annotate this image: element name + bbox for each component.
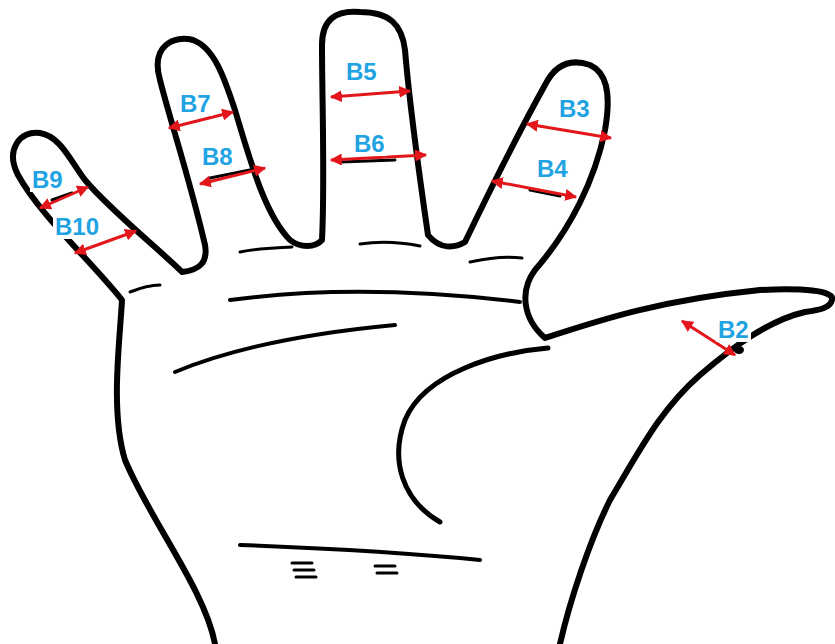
measure-arrow [492, 181, 576, 197]
measure-arrow [200, 168, 265, 184]
measure-arrow [527, 124, 611, 138]
palm-crease [230, 292, 520, 302]
callout-number: B6 [352, 132, 387, 156]
palm-crease [175, 325, 395, 372]
measure-arrow [331, 91, 410, 97]
callout-number: B7 [178, 92, 213, 116]
wrist-marks [292, 563, 397, 577]
callout-number: B8 [200, 145, 235, 169]
thumb-nail-mark [735, 347, 743, 353]
callout-number: B10 [53, 215, 101, 239]
knuckle-crease [240, 247, 292, 252]
knuckle-crease [130, 285, 160, 292]
finger-crease [52, 160, 560, 200]
callout-number: B5 [344, 60, 379, 84]
callout-number: B3 [557, 97, 592, 121]
knuckle-crease [470, 257, 522, 262]
callout-number: B9 [30, 168, 65, 192]
wrist-line [240, 545, 480, 560]
callout-number: B2 [716, 318, 751, 342]
hand-outline [13, 12, 832, 644]
knuckle-crease [360, 242, 420, 246]
measurement-arrows [40, 91, 735, 355]
thumb-pad-line [399, 348, 548, 522]
callout-number: B4 [535, 157, 570, 181]
